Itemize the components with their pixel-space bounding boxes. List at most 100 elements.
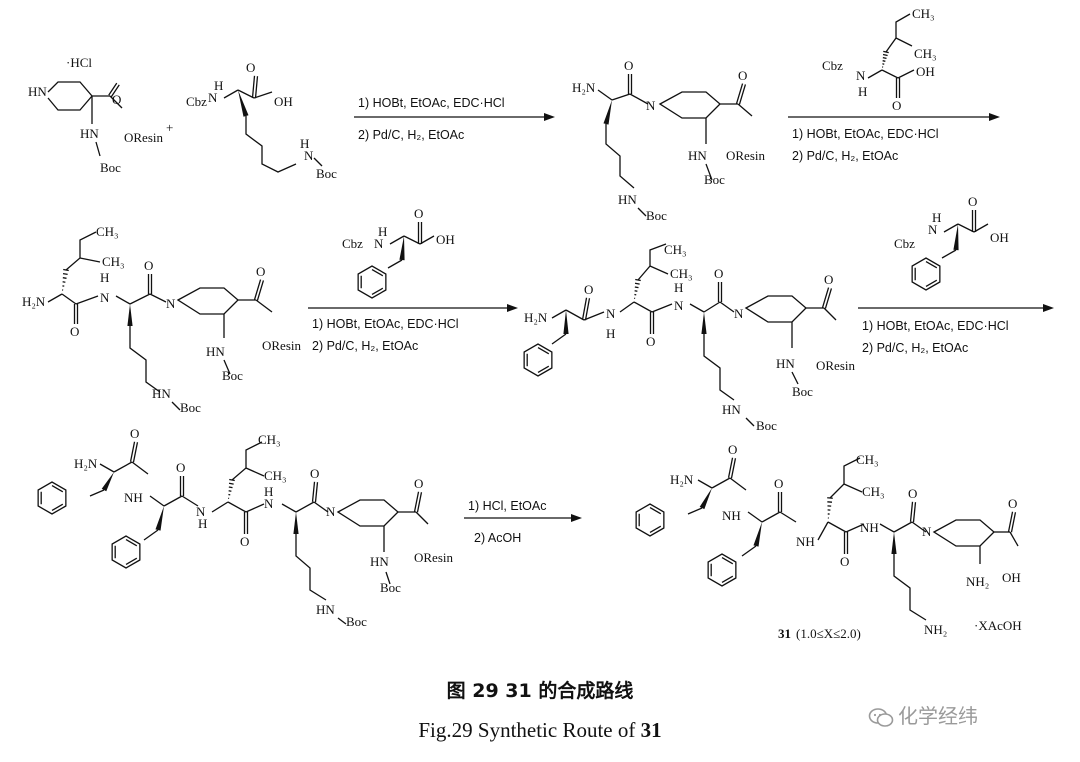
bond (634, 282, 640, 285)
bond (415, 511, 429, 525)
bond (597, 89, 613, 101)
bond-chain (129, 326, 161, 393)
bond (882, 60, 886, 62)
atom-label: N (304, 148, 314, 163)
atom-o: O (310, 466, 319, 481)
bond (537, 365, 550, 374)
bond-chain (829, 457, 861, 499)
bond (551, 309, 567, 319)
bond-chain (605, 124, 635, 189)
atom-label: CH₃ (670, 266, 693, 281)
atom-o: O (968, 194, 977, 209)
atom-label: HN (370, 554, 389, 569)
atom-label: Boc (756, 418, 777, 433)
atom-o: O (176, 460, 185, 475)
reagent-step-acid-2: 2) AcOH (474, 531, 521, 545)
bond (1007, 511, 1014, 532)
arrow-head (507, 304, 518, 312)
bond (779, 511, 797, 523)
bond (237, 89, 255, 99)
bond (651, 303, 673, 313)
wedge-bond (603, 100, 612, 125)
atom-label: H (858, 84, 867, 99)
reagent-step-2: 2) Pd/C, H₂, EtOAc (862, 341, 968, 355)
atom-label: N (374, 236, 384, 251)
atom-o: O (908, 486, 917, 501)
bond (281, 503, 297, 513)
reagent-step-2: 2) Pd/C, H₂, EtOAc (792, 149, 898, 163)
atom-o: O (240, 534, 249, 549)
bond (711, 477, 731, 489)
bond-chain (703, 334, 735, 401)
bond (551, 333, 567, 345)
bond (941, 249, 957, 259)
atom-label: N (646, 98, 656, 113)
atom-o: O (774, 476, 783, 491)
atom-o: O (144, 258, 153, 273)
atom-label: N (208, 90, 218, 105)
bond (385, 571, 391, 585)
bond (735, 83, 744, 104)
atom-label: CH₃ (664, 242, 687, 257)
wedge-bond (293, 512, 299, 534)
atom-label: NH (860, 520, 879, 535)
atom-label: OH (990, 230, 1009, 245)
bond (824, 288, 833, 309)
caption-chinese: 图 29 31 的合成路线 (446, 680, 634, 702)
bond (313, 501, 329, 513)
arrow-head (544, 113, 555, 121)
bond (51, 503, 64, 512)
atom-label: HN (316, 602, 335, 617)
atom-o: O (414, 206, 423, 221)
bond (741, 545, 757, 557)
bond (254, 76, 259, 99)
atom-label: CH₃ (862, 484, 885, 499)
atom-label: N (928, 222, 938, 237)
wedge-bond (701, 312, 707, 334)
bond (251, 75, 256, 98)
atom-label: Boc (792, 384, 813, 399)
atom-label: H (606, 326, 615, 341)
atom-o: O (1008, 496, 1017, 511)
atom-o: O (714, 266, 723, 281)
bond (687, 507, 703, 515)
atom-o: O (824, 272, 833, 287)
atom-label: OResin (262, 338, 302, 353)
caption-english-compound: 31 (640, 718, 662, 742)
bond (109, 95, 123, 109)
bond (703, 301, 721, 313)
atom-label: Cbz (822, 58, 843, 73)
atom-label: NH (124, 490, 143, 505)
piperidine-ring (744, 295, 807, 323)
chat-bubbles-icon (868, 707, 894, 727)
atom-o: O (70, 324, 79, 339)
bond (295, 501, 315, 513)
bond-chain (65, 231, 97, 271)
atom-label: CH₃ (264, 468, 287, 483)
bond (719, 301, 735, 313)
wedge-bond (155, 506, 164, 531)
bond (909, 501, 914, 522)
bond (705, 163, 713, 181)
benzene-ring (707, 553, 737, 587)
bond (228, 486, 233, 489)
atom-label: H (378, 224, 387, 239)
bond (110, 84, 120, 98)
wedge-bond (891, 532, 897, 554)
bond (211, 501, 229, 513)
atom-label: Boc (316, 166, 337, 181)
atom-label: Boc (646, 208, 667, 223)
arrow-head (1043, 304, 1054, 312)
piperidine-ring (658, 91, 721, 119)
piperidine-ring (336, 499, 399, 527)
reagent-step-1: 1) HOBt, EtOAc, EDC·HCl (792, 127, 939, 141)
atom-label: OH (274, 94, 293, 109)
bond (419, 235, 435, 245)
atom-label: H (100, 270, 109, 285)
bond (619, 301, 635, 313)
bond (537, 346, 550, 355)
reagent-step-acid-1: 1) HCl, EtOAc (468, 499, 547, 513)
bond (882, 53, 888, 57)
benzene-ring (635, 503, 665, 537)
bond-chain (231, 441, 263, 481)
